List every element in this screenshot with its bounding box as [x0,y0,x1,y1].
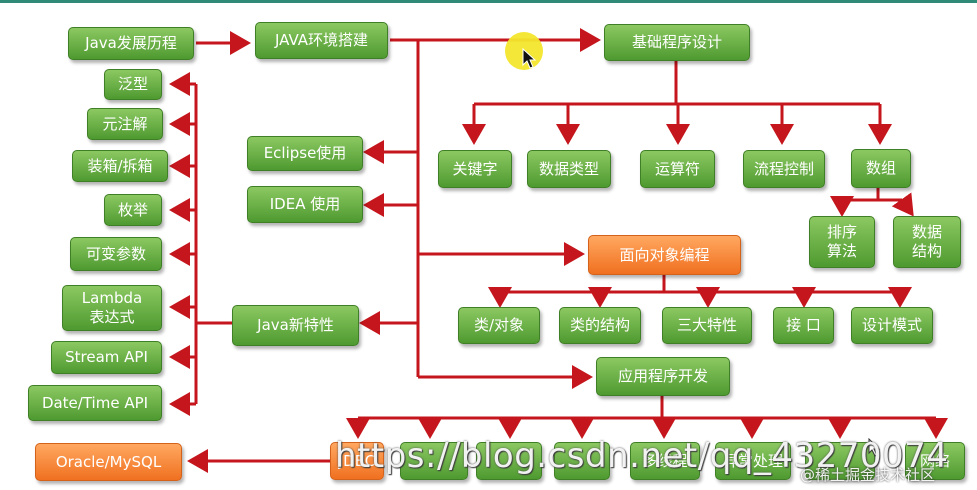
node-app-leaf-8[interactable]: 网络 [905,442,965,480]
node-oop[interactable]: 面向对象编程 [588,235,741,275]
node-app-leaf-2[interactable] [400,442,468,480]
mouse-pointer-secondary-icon [868,438,881,457]
node-boxing[interactable]: 装箱/拆箱 [72,150,168,182]
node-varargs[interactable]: 可变参数 [70,237,162,271]
node-basic-design[interactable]: 基础程序设计 [604,24,750,61]
watermark-url: https://blog.csdn.net/qq_43270074 [335,436,949,476]
node-design-patterns[interactable]: 设计模式 [851,307,933,344]
node-jdbc[interactable]: JDBC [330,442,384,480]
node-arrays[interactable]: 数组 [851,149,911,188]
node-sort-algo[interactable]: 排序 算法 [809,216,875,268]
node-enum[interactable]: 枚举 [104,194,162,226]
top-border [0,0,977,3]
watermark-small: @稀土掘金技术社区 [800,466,936,484]
node-operators[interactable]: 运算符 [640,150,715,188]
node-oracle-mysql[interactable]: Oracle/MySQL [35,443,182,481]
node-keywords[interactable]: 关键字 [438,150,512,188]
node-app-leaf-3[interactable] [476,442,542,480]
node-java-history[interactable]: Java发展历程 [68,27,194,60]
node-flow-control[interactable]: 流程控制 [743,150,825,188]
node-three-features[interactable]: 三大特性 [662,307,752,344]
node-app-leaf-4[interactable] [554,442,610,480]
node-app-leaf-5[interactable]: 多线程 [630,442,700,480]
node-eclipse[interactable]: Eclipse使用 [247,136,363,171]
node-app-dev[interactable]: 应用程序开发 [596,357,730,396]
mouse-pointer-icon [522,48,537,69]
node-stream-api[interactable]: Stream API [51,341,162,374]
node-app-leaf-7[interactable] [805,442,875,480]
node-generics[interactable]: 泛型 [104,69,162,100]
node-app-leaf-6[interactable]: 异常处理 [715,442,791,480]
node-annotations[interactable]: 元注解 [87,108,163,140]
node-data-struct[interactable]: 数据 结构 [893,216,961,268]
node-class-object[interactable]: 类/对象 [458,307,540,344]
node-idea[interactable]: IDEA 使用 [247,186,363,223]
node-data-types[interactable]: 数据类型 [527,150,611,188]
node-java-env[interactable]: JAVA环境搭建 [255,22,388,59]
node-date-time-api[interactable]: Date/Time API [28,385,162,421]
node-java-new[interactable]: Java新特性 [232,305,359,346]
node-class-struct[interactable]: 类的结构 [559,307,641,344]
node-lambda[interactable]: Lambda 表达式 [62,285,162,331]
node-interface[interactable]: 接 口 [773,307,834,344]
